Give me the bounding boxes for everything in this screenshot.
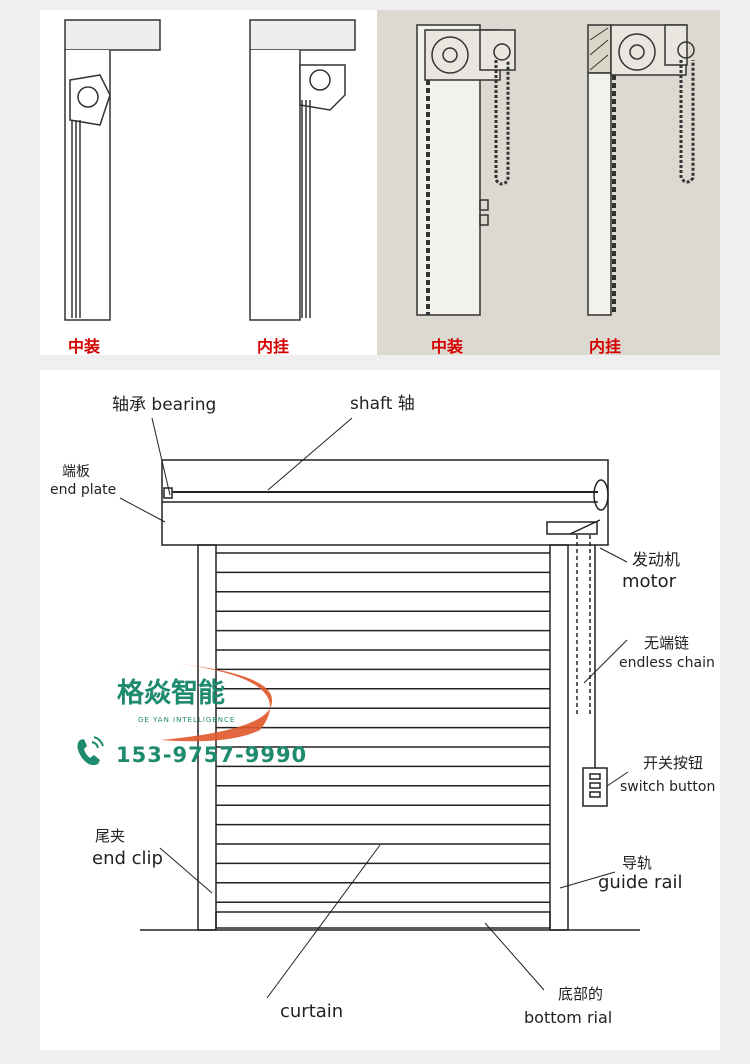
motor bbox=[546, 521, 598, 535]
install-middle-sketch bbox=[64, 19, 161, 321]
phone-number: 153-9757-9990 bbox=[116, 743, 308, 767]
label-guide-rail-cn: 导轨 bbox=[622, 854, 653, 872]
caption-inner-hang-motor: 内挂 bbox=[589, 337, 622, 356]
label-end-clip-en: end clip bbox=[92, 848, 163, 869]
caption-inner-hang: 内挂 bbox=[257, 337, 290, 356]
label-chain-cn: 无端链 bbox=[644, 634, 690, 652]
switch-box bbox=[582, 767, 608, 807]
label-motor-cn: 发动机 bbox=[632, 550, 681, 569]
label-bottom-rail-cn: 底部的 bbox=[558, 985, 604, 1003]
motor-middle-sketch bbox=[416, 24, 516, 316]
install-inner-sketch bbox=[249, 19, 356, 321]
motor-pulley bbox=[593, 479, 609, 511]
brand-logo-en: GE YAN INTELLIGENCE bbox=[138, 716, 236, 724]
curtain-slats bbox=[216, 552, 550, 903]
label-guide-rail-en: guide rail bbox=[598, 872, 683, 893]
motor-inner-sketch bbox=[587, 24, 695, 316]
label-curtain: curtain bbox=[280, 1001, 344, 1022]
label-switch-cn: 开关按钮 bbox=[643, 754, 704, 772]
label-bottom-rail-en: bottom rial bbox=[524, 1008, 613, 1027]
bottom-rail bbox=[215, 911, 551, 929]
caption-middle-install: 中装 bbox=[68, 337, 101, 356]
label-end-plate-en: end plate bbox=[50, 482, 117, 498]
label-bearing: 轴承 bearing bbox=[112, 395, 217, 415]
label-switch-en: switch button bbox=[620, 779, 716, 795]
endless-chain bbox=[576, 535, 591, 715]
label-chain-en: endless chain bbox=[619, 655, 715, 671]
brand-logo-cn: 格焱智能 bbox=[117, 678, 225, 709]
caption-middle-install-motor: 中装 bbox=[431, 337, 464, 356]
label-end-plate-cn: 端板 bbox=[62, 464, 90, 480]
leader-lines bbox=[119, 417, 629, 999]
label-end-clip-cn: 尾夹 bbox=[95, 827, 126, 845]
door-diagram bbox=[140, 459, 640, 931]
phone-icon bbox=[77, 736, 104, 766]
label-shaft: shaft 轴 bbox=[350, 394, 415, 414]
label-motor-en: motor bbox=[622, 571, 677, 592]
